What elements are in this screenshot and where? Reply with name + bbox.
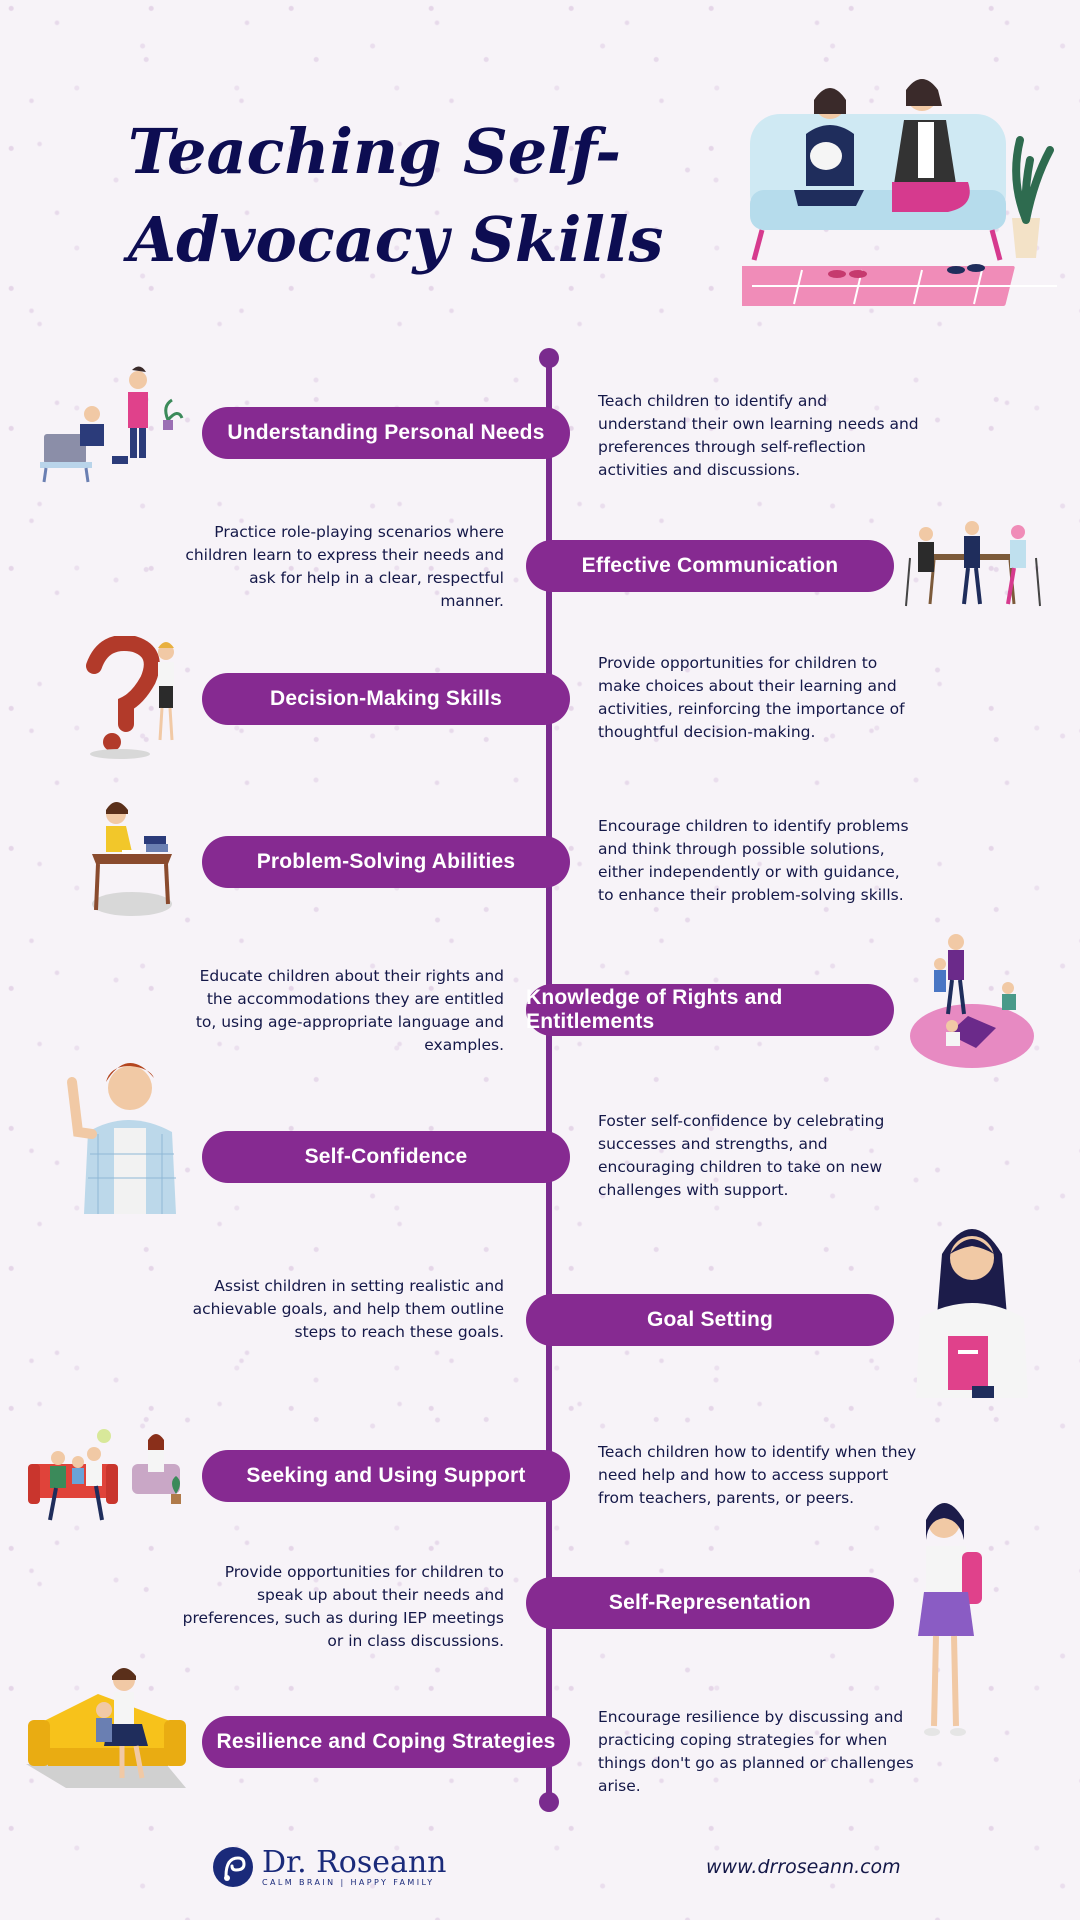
step-label-decision-making-skills: Decision-Making Skills xyxy=(202,673,570,725)
step-description: Provide opportunities for children to ma… xyxy=(598,654,905,741)
timeline-start-dot xyxy=(539,348,559,368)
hero-illustration xyxy=(742,79,1057,306)
step-label-self-confidence: Self-Confidence xyxy=(202,1131,570,1183)
step-description: Assist children in setting realistic and… xyxy=(192,1277,504,1341)
page-title: Teaching Self-Advocacy Skills xyxy=(128,115,664,276)
step-label-effective-communication: Effective Communication xyxy=(526,540,894,592)
website-link[interactable]: www.drroseann.com xyxy=(706,1856,901,1878)
step-description: Encourage resilience by discussing and p… xyxy=(598,1708,914,1795)
step-label-knowledge-of-rights: Knowledge of Rights and Entitlements xyxy=(526,984,894,1036)
timeline-line xyxy=(546,358,552,1804)
step-description: Teach children how to identify when they… xyxy=(598,1443,917,1507)
mother-child-sofa-illustration xyxy=(26,1668,186,1788)
timeline-end-dot xyxy=(539,1792,559,1812)
brand-mark-icon xyxy=(213,1847,253,1887)
people-at-table-illustration xyxy=(905,521,1041,607)
brand-logo: Dr. Roseann CALM BRAIN | HAPPY FAMILY xyxy=(212,1846,447,1888)
girl-with-book-illustration xyxy=(916,1229,1028,1398)
family-on-rug-illustration xyxy=(910,934,1034,1068)
step-label-goal-setting: Goal Setting xyxy=(526,1294,894,1346)
girl-with-backpack-illustration xyxy=(918,1503,982,1736)
step-description: Encourage children to identify problems … xyxy=(598,817,909,904)
kids-playing-illustration xyxy=(40,366,184,483)
waving-man-illustration xyxy=(67,1062,176,1214)
step-label-seeking-and-using-support: Seeking and Using Support xyxy=(202,1450,570,1502)
step-description: Teach children to identify and understan… xyxy=(598,392,919,479)
step-description: Provide opportunities for children to sp… xyxy=(182,1563,504,1650)
step-label-self-representation: Self-Representation xyxy=(526,1577,894,1629)
step-description: Educate children about their rights and … xyxy=(195,967,504,1054)
step-label-problem-solving-abilities: Problem-Solving Abilities xyxy=(202,836,570,888)
step-description: Foster self-confidence by celebrating su… xyxy=(598,1112,885,1199)
step-label-resilience-and-coping: Resilience and Coping Strategies xyxy=(202,1716,570,1768)
step-description: Practice role-playing scenarios where ch… xyxy=(185,523,504,610)
family-support-illustration xyxy=(28,1429,181,1521)
child-studying-illustration xyxy=(92,802,172,916)
brand-name: Dr. Roseann xyxy=(262,1844,447,1880)
step-label-understanding-personal-needs: Understanding Personal Needs xyxy=(202,407,570,459)
brand-tagline: CALM BRAIN | HAPPY FAMILY xyxy=(262,1877,435,1887)
question-mark-illustration xyxy=(86,636,174,759)
